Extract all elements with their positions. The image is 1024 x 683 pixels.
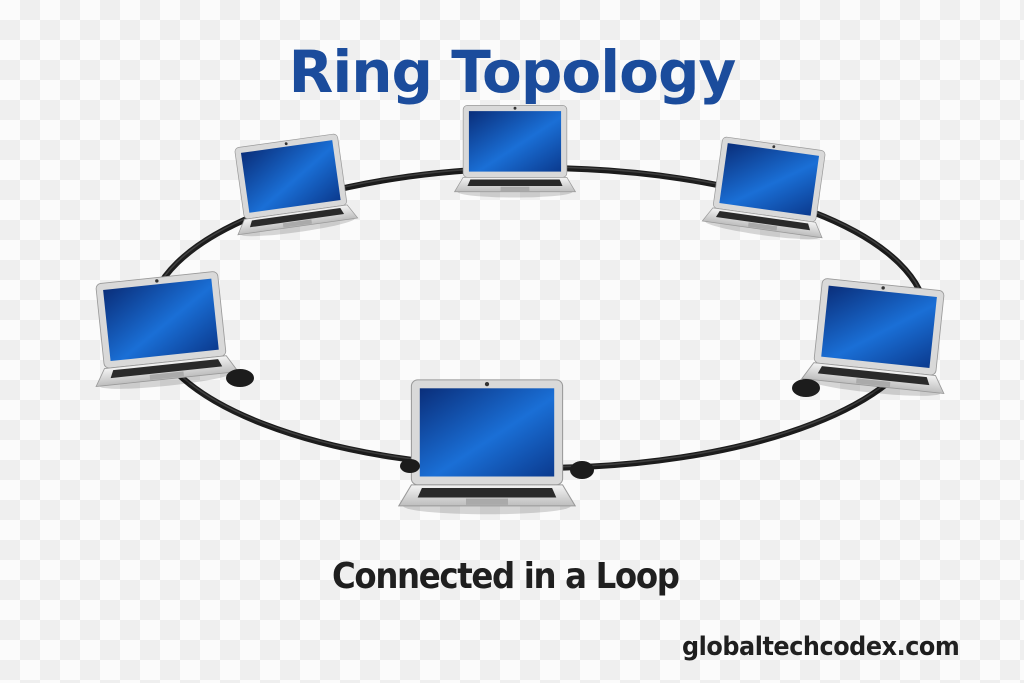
laptop-top — [454, 105, 576, 198]
laptop-right — [800, 276, 955, 401]
diagram-title: Ring Topology — [288, 38, 737, 106]
cable-connector — [400, 459, 420, 473]
watermark-url: globaltechcodex.com — [682, 632, 960, 662]
cable-connector — [570, 461, 594, 479]
laptop-left — [85, 269, 240, 394]
cable-connector — [226, 369, 254, 387]
cable-connector — [792, 379, 820, 397]
diagram-subtitle: Connected in a Loop — [332, 556, 680, 597]
laptop-bottom — [398, 379, 576, 515]
laptop-top-right — [701, 135, 835, 244]
laptop-top-left — [225, 132, 359, 241]
